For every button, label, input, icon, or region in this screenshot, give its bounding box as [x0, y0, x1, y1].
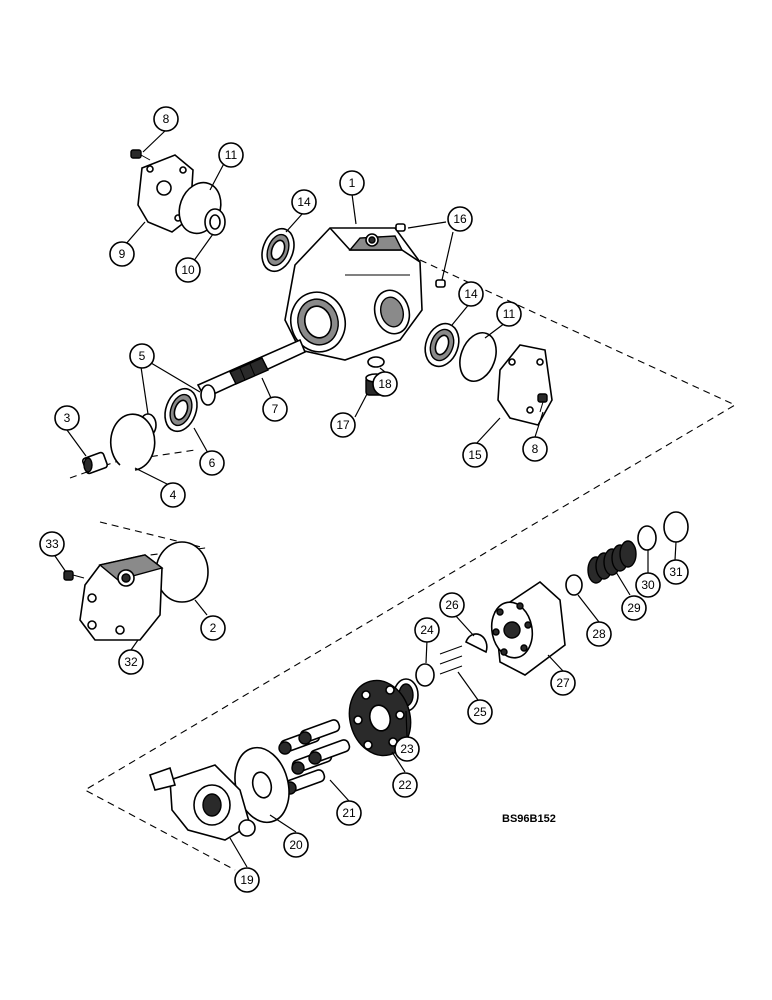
callout: 3: [54, 405, 80, 431]
svg-text:15: 15: [468, 448, 482, 462]
callout: 21: [336, 800, 362, 826]
svg-text:25: 25: [473, 705, 487, 719]
svg-text:7: 7: [272, 402, 279, 416]
part-snap-ring-4: [109, 413, 156, 471]
part-pins-16: [395, 223, 446, 288]
svg-text:21: 21: [342, 806, 356, 820]
svg-text:28: 28: [592, 627, 606, 641]
callout: 11: [218, 142, 244, 168]
callout: 27: [550, 670, 576, 696]
part-bearing-6: [164, 387, 198, 433]
callout: 28: [586, 621, 612, 647]
part-swash-housing-19: [148, 764, 256, 841]
part-bearing-14-right: [424, 322, 460, 368]
callout: 2: [200, 615, 226, 641]
svg-text:23: 23: [400, 742, 414, 756]
part-pins-25: [439, 645, 463, 675]
part-pump-housing-1: [284, 227, 423, 361]
leader-lines: [54, 129, 677, 868]
svg-text:6: 6: [209, 456, 216, 470]
svg-text:8: 8: [532, 442, 539, 456]
part-coupler-3: [81, 451, 109, 475]
part-pistons-21: [278, 719, 351, 795]
svg-text:9: 9: [119, 247, 126, 261]
svg-text:19: 19: [240, 873, 254, 887]
svg-text:18: 18: [378, 377, 392, 391]
callout: 7: [262, 396, 288, 422]
svg-text:24: 24: [420, 623, 434, 637]
part-spring-29: [587, 540, 637, 584]
part-ring-28: [565, 574, 583, 596]
part-gear-pump-32: [79, 554, 164, 641]
callout: 20: [283, 832, 309, 858]
callout: 5: [129, 343, 155, 369]
part-ring-24: [415, 663, 435, 687]
svg-text:8: 8: [163, 112, 170, 126]
svg-text:17: 17: [336, 418, 350, 432]
svg-text:4: 4: [170, 488, 177, 502]
callout: 15: [462, 442, 488, 468]
part-bolt-8-right: [537, 393, 548, 413]
svg-text:33: 33: [45, 537, 59, 551]
svg-text:27: 27: [556, 676, 570, 690]
callout: 31: [663, 559, 689, 585]
drawing-reference-code: BS96B152: [502, 813, 556, 825]
callout: 11: [496, 301, 522, 327]
part-o-ring-11-right: [459, 331, 497, 383]
part-o-ring-18: [367, 356, 385, 368]
svg-text:16: 16: [453, 212, 467, 226]
svg-text:5: 5: [139, 349, 146, 363]
part-seal-10: [204, 208, 226, 236]
svg-text:26: 26: [445, 598, 459, 612]
part-bearing-14-top: [261, 227, 295, 273]
svg-text:30: 30: [641, 578, 655, 592]
svg-text:11: 11: [225, 148, 238, 162]
callout: 24: [414, 617, 440, 643]
svg-text:29: 29: [627, 601, 641, 615]
part-retainer-plate-22: [348, 679, 412, 757]
callout: 8: [153, 106, 179, 132]
callout: 17: [330, 412, 356, 438]
callout: 14: [458, 281, 484, 307]
svg-text:10: 10: [181, 263, 195, 277]
callout: 25: [467, 699, 493, 725]
callout: 30: [635, 572, 661, 598]
callout: 8: [522, 436, 548, 462]
callout: 16: [447, 206, 473, 232]
callout: 19: [234, 867, 260, 893]
callout: 18: [372, 371, 398, 397]
part-ring-31: [663, 511, 689, 543]
svg-text:32: 32: [124, 655, 138, 669]
callout: 10: [175, 257, 201, 283]
part-26: [465, 633, 488, 654]
part-ring-30: [637, 525, 657, 551]
part-cylinder-block-27: [490, 580, 566, 676]
callout: 33: [39, 531, 65, 557]
svg-text:31: 31: [669, 565, 683, 579]
part-cover-plate-15: [497, 344, 553, 426]
callout: 26: [439, 592, 465, 618]
callout: 1: [339, 170, 365, 196]
callout: 14: [291, 189, 317, 215]
part-o-ring-2: [155, 541, 209, 603]
callout: 4: [160, 482, 186, 508]
callout: 32: [118, 649, 144, 675]
svg-text:22: 22: [398, 778, 412, 792]
svg-text:14: 14: [464, 287, 478, 301]
svg-text:11: 11: [503, 307, 516, 321]
svg-text:20: 20: [289, 838, 303, 852]
callout: 22: [392, 772, 418, 798]
svg-text:2: 2: [210, 621, 217, 635]
part-bolt-33: [63, 570, 85, 581]
svg-text:1: 1: [349, 176, 356, 190]
svg-text:3: 3: [64, 411, 71, 425]
svg-text:14: 14: [297, 195, 311, 209]
part-bolt-8-top: [130, 149, 151, 161]
callout: 9: [109, 241, 135, 267]
callout: 6: [199, 450, 225, 476]
callout: 23: [394, 736, 420, 762]
callout: 29: [621, 595, 647, 621]
